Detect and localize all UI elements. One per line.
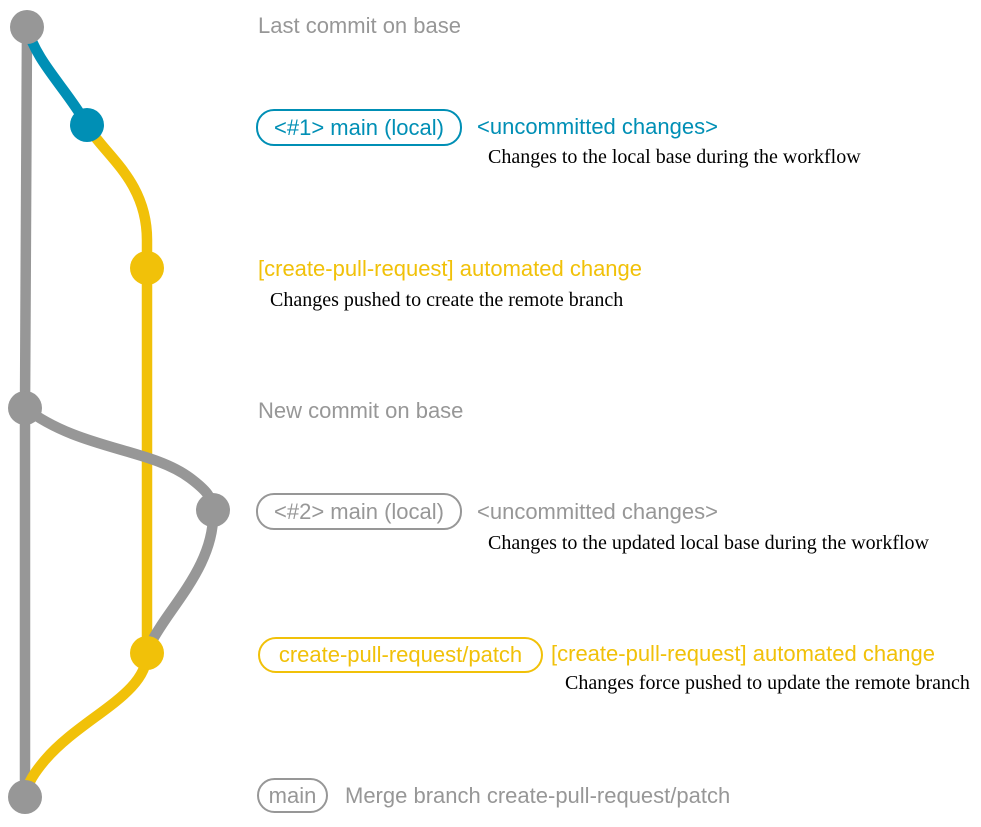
commit-message-merge: Merge branch create-pull-request/patch [345, 783, 731, 808]
commit-message-last-base: Last commit on base [258, 13, 461, 38]
commit-dot-local-2 [196, 493, 230, 527]
patch-merge-edge [19, 652, 153, 798]
commit-message-automated-2: [create-pull-request] automated change [551, 641, 936, 666]
rebase-edge [142, 509, 219, 654]
branch-badge-main-local-1: <#1> main (local) [256, 109, 462, 146]
commit-message-automated-1: [create-pull-request] automated change [258, 256, 643, 281]
branch-badge-main-label: main [268, 782, 317, 808]
local-main-branch-edge [21, 25, 92, 128]
commit-dot-automated-2 [130, 636, 164, 670]
commit-dot-new-base [8, 391, 42, 425]
uncommitted-changes-description-1: Changes to the local base during the wor… [488, 146, 861, 168]
branch-badge-patch: create-pull-request/patch [258, 637, 543, 673]
updated-local-base-edge [21, 403, 219, 511]
uncommitted-changes-description-2: Changes to the updated local base during… [488, 532, 929, 554]
commit-dot-automated-1 [130, 251, 164, 285]
branch-badge-main-local-2-label: <#2> main (local) [274, 498, 444, 524]
commit-dot-last-base [10, 10, 44, 44]
commit-message-new-base: New commit on base [258, 398, 464, 423]
branch-badge-patch-label: create-pull-request/patch [278, 642, 523, 667]
branch-badge-main-local-1-label: <#1> main (local) [274, 114, 444, 140]
patch-branch-line [82, 122, 153, 653]
branch-badge-main-local-2: <#2> main (local) [256, 493, 462, 530]
commit-description-automated-1: Changes pushed to create the remote bran… [270, 289, 624, 311]
commit-dot-local-1 [70, 108, 104, 142]
commit-description-automated-2: Changes force pushed to update the remot… [565, 672, 970, 694]
commit-dot-merge [8, 780, 42, 814]
branch-badge-main: main [257, 778, 328, 813]
uncommitted-changes-note-1: <uncommitted changes> [477, 114, 718, 139]
uncommitted-changes-note-2: <uncommitted changes> [477, 499, 718, 524]
